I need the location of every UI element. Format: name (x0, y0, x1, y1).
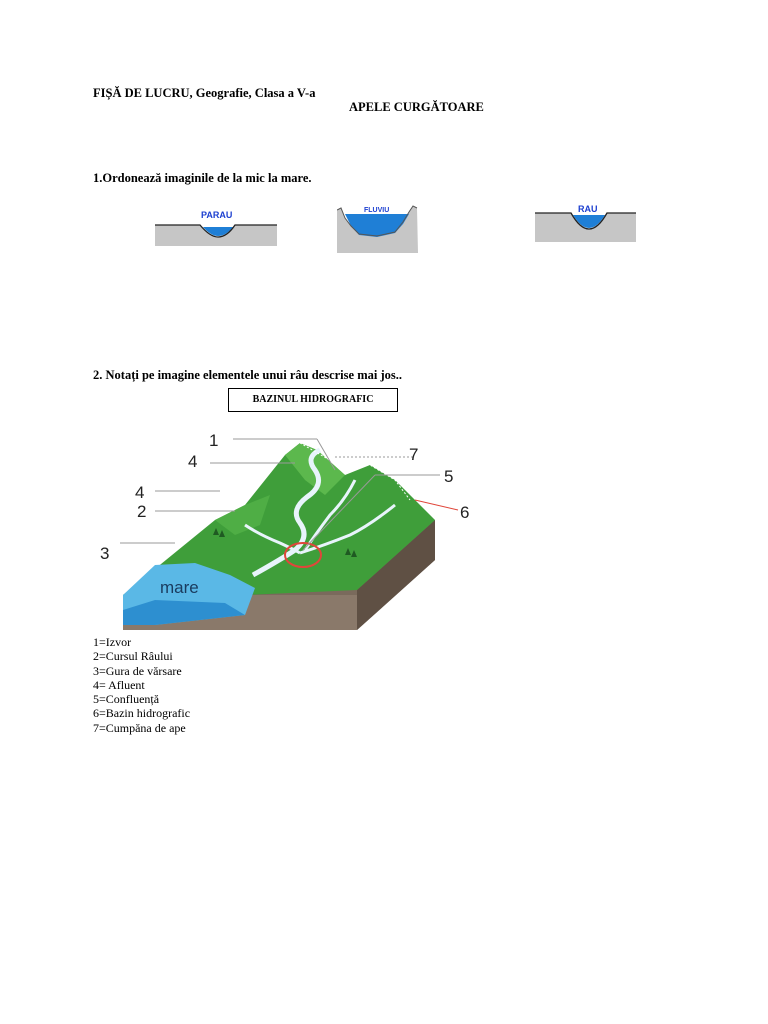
legend-item: 5=Confluență (93, 692, 160, 707)
channel-label-rau: RAU (578, 204, 598, 214)
worksheet-header: FIȘĂ DE LUCRU, Geografie, Clasa a V-a (93, 86, 316, 100)
diagram-number-1: 1 (209, 431, 218, 450)
rau-cross-section: RAU (535, 204, 636, 242)
diagram-number-4-upper: 4 (188, 452, 197, 471)
legend-item: 3=Gura de vărsare (93, 663, 182, 678)
legend-item: 7=Cumpăna de ape (93, 720, 186, 735)
channel-label-fluviu: FLUVIU (364, 207, 389, 214)
parau-cross-section: PARAU (155, 210, 277, 246)
fluviu-cross-section: FLUVIU (337, 205, 418, 253)
diagram-number-5: 5 (444, 467, 453, 486)
legend-item: 1=Izvor (93, 635, 132, 649)
legend-item: 2=Cursul Râului (93, 649, 173, 664)
bazin-hidrografic-box: BAZINUL HIDROGRAFIC (228, 388, 398, 412)
legend-item: 6=Bazin hidrografic (93, 706, 191, 721)
diagram-number-7: 7 (409, 445, 418, 464)
diagram-number-4-lower: 4 (135, 483, 144, 502)
question-2: 2. Notați pe imagine elementele unui râu… (93, 368, 402, 382)
diagram-number-6: 6 (460, 503, 469, 522)
page-title: APELE CURGĂTOARE (349, 100, 484, 114)
sea-label: mare (160, 578, 199, 597)
river-basin-diagram: mare 1 2 3 4 4 5 6 7 (100, 431, 469, 630)
channel-label-parau: PARAU (201, 210, 232, 220)
diagram-number-3: 3 (100, 544, 109, 563)
question-1: 1.Ordonează imaginile de la mic la mare. (93, 171, 312, 185)
diagram-number-2: 2 (137, 502, 146, 521)
legend: 1=Izvor 2=Cursul Râului 3=Gura de vărsar… (93, 635, 190, 735)
legend-item: 4= Afluent (93, 677, 145, 692)
